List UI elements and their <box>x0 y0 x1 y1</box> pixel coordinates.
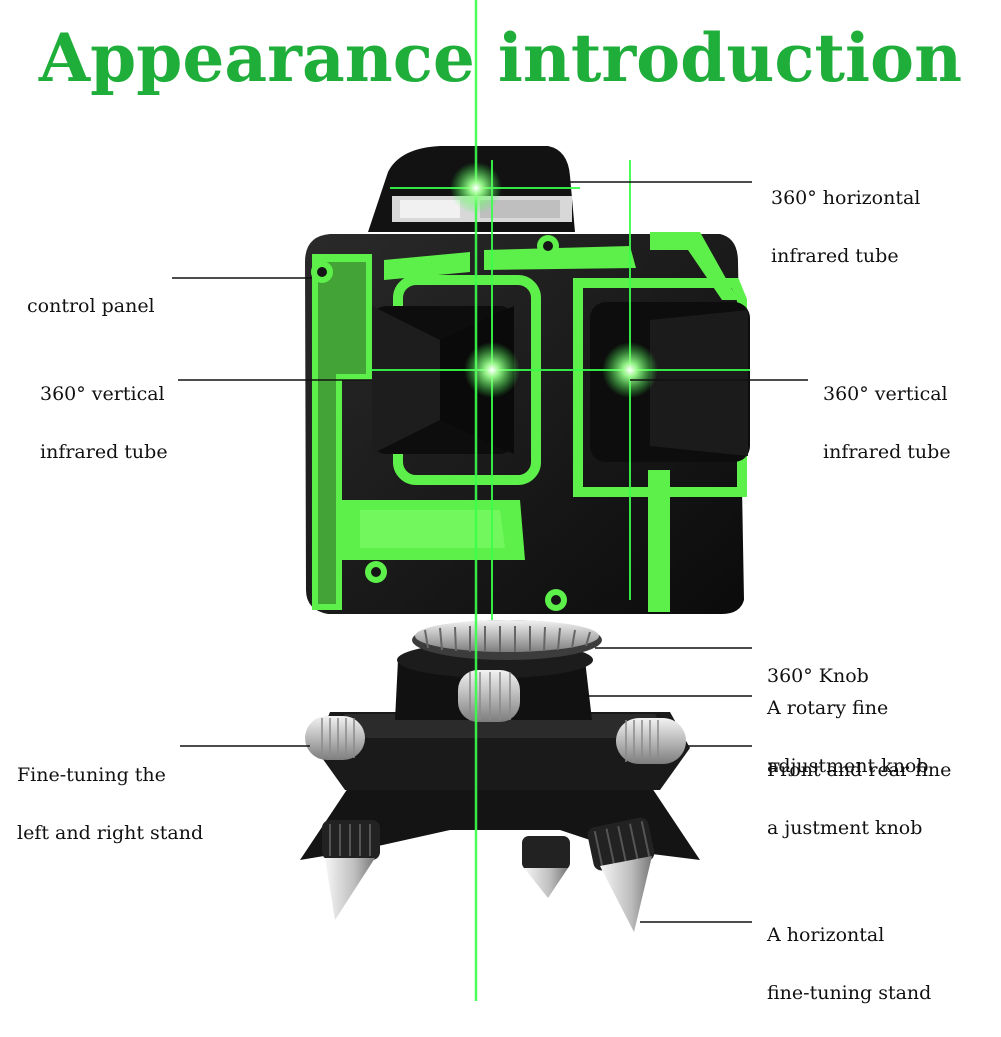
label-line: infrared tube <box>40 441 168 463</box>
label-line: Fine-tuning the <box>17 764 166 786</box>
label-front-rear-knob: Front and rear fine a justment knob <box>767 727 951 872</box>
label-line: 360° vertical <box>40 383 165 405</box>
label-fine-tuning-left-right: Fine-tuning the left and right stand <box>17 732 203 877</box>
spike-left <box>322 820 380 920</box>
label-line: infrared tube <box>771 245 899 267</box>
label-line: A horizontal <box>767 924 885 946</box>
label-line: a justment knob <box>767 817 923 839</box>
label-rotary-fine: A rotary fine adjustment knob <box>767 665 929 810</box>
label-line: control panel <box>27 295 155 317</box>
tripod-base <box>300 620 700 932</box>
laser-glow-points <box>450 162 658 398</box>
label-line: adjustment knob <box>767 755 929 777</box>
label-horizontal-stand: A horizontal fine-tuning stand <box>767 892 931 1037</box>
label-vertical-tube-right: 360° vertical infrared tube <box>823 351 951 496</box>
label-control-panel: control panel <box>27 263 155 350</box>
label-line: A rotary fine <box>767 697 889 719</box>
label-line: 360° Knob <box>767 665 869 687</box>
left-fine-tuning-knob <box>305 716 365 760</box>
spike-center <box>522 836 570 898</box>
page-title: Appearance introduction <box>38 19 963 97</box>
right-fine-tuning-knob <box>616 718 686 764</box>
label-line: left and right stand <box>17 822 204 844</box>
label-vertical-tube-left: 360° vertical infrared tube <box>40 351 168 496</box>
label-line: infrared tube <box>823 441 951 463</box>
label-360-knob: 360° Knob <box>767 633 869 720</box>
rotary-fine-knob <box>458 670 520 722</box>
label-line: 360° horizontal <box>771 187 921 209</box>
laser-level-illustration <box>172 0 808 1001</box>
360-knob-ring <box>412 620 602 660</box>
label-line: fine-tuning stand <box>767 982 932 1004</box>
label-horizontal-tube: 360° horizontal infrared tube <box>771 155 920 300</box>
callout-lines <box>172 181 808 923</box>
label-line: 360° vertical <box>823 383 948 405</box>
label-line: Front and rear fine <box>767 759 952 781</box>
spike-right <box>587 817 655 932</box>
diagram-stage: Appearance introduction <box>17 0 963 1004</box>
